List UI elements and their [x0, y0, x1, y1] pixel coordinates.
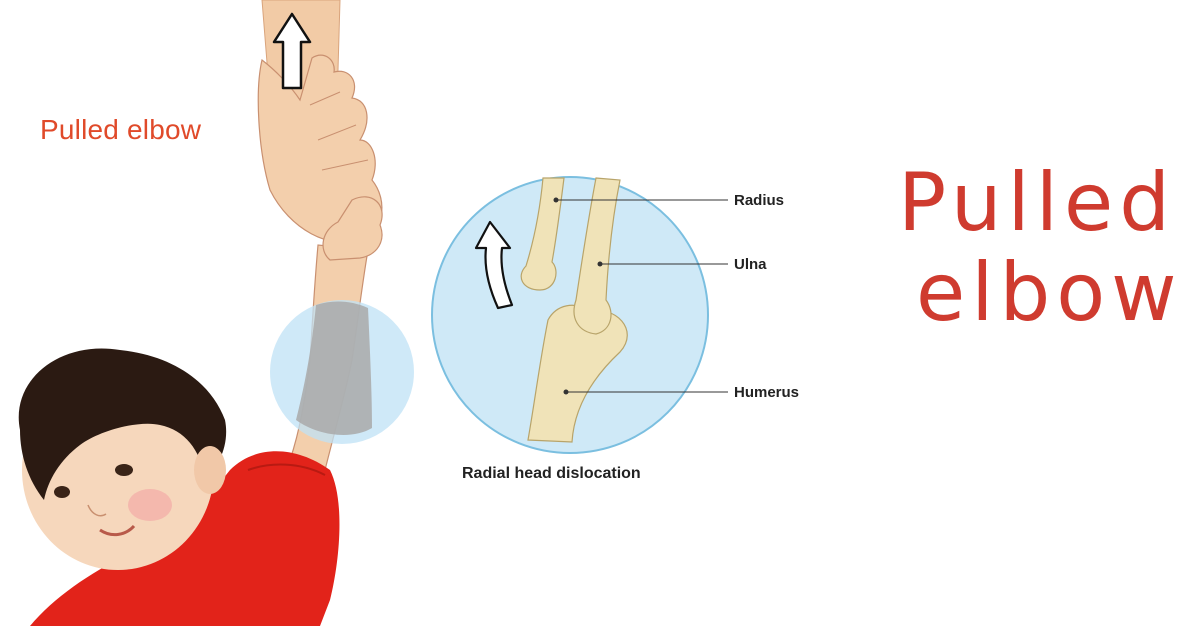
big-title-line1: Pulled [898, 158, 1183, 248]
bone-diagram [432, 177, 728, 453]
big-title-line2: elbow [898, 248, 1183, 338]
big-title: Pulled elbow [898, 158, 1183, 338]
label-radius: Radius [734, 192, 784, 209]
diagram-caption: Radial head dislocation [462, 465, 641, 483]
small-title: Pulled elbow [40, 114, 201, 146]
label-ulna: Ulna [734, 256, 767, 273]
label-humerus: Humerus [734, 384, 799, 401]
